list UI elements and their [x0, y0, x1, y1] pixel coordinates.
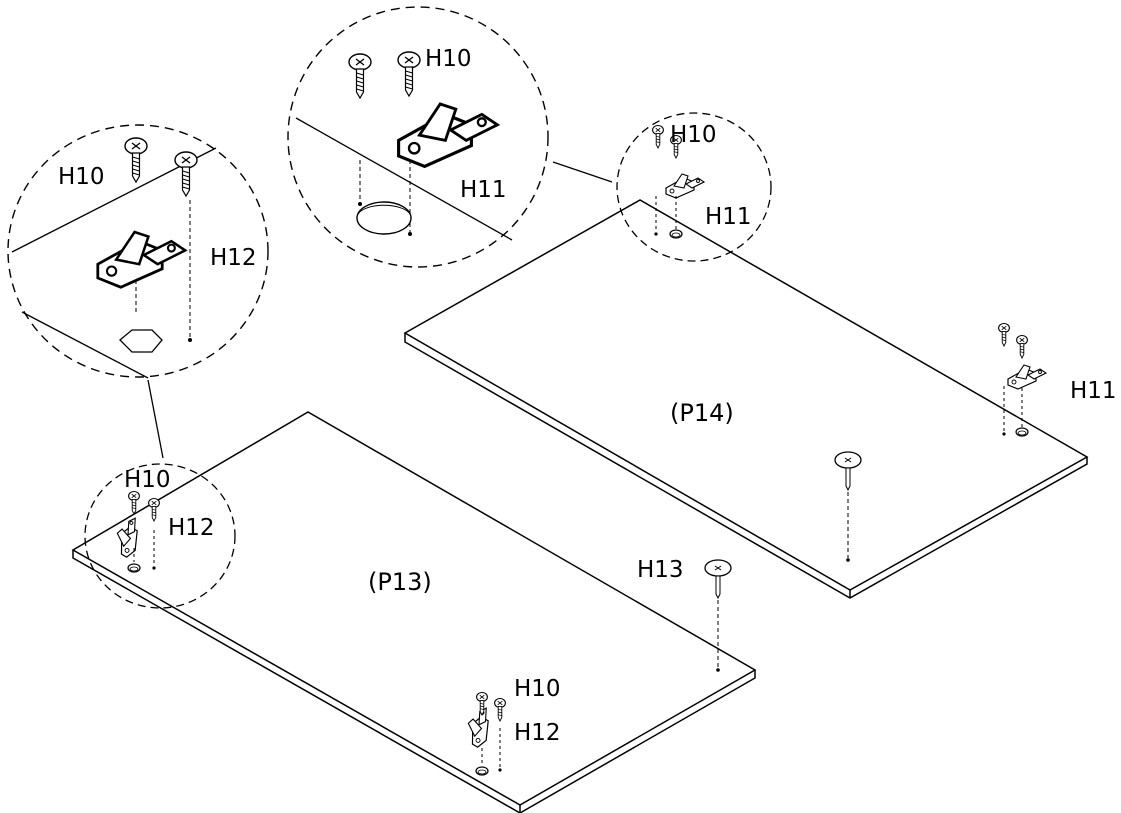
panel-label-p14: (P14) [670, 399, 734, 427]
panel-p14 [403, 199, 1089, 599]
cam-screw-p14 [834, 451, 862, 562]
cam-screw-p13 [704, 559, 732, 672]
panel-label-p13: (P13) [368, 568, 432, 596]
hinge-assembly-p14-right [998, 322, 1047, 437]
screw-icon [1016, 334, 1028, 359]
cam-lock-icon [119, 329, 163, 353]
label-h11-p14-top: H11 [705, 204, 752, 230]
label-h10-p13-bottom: H10 [514, 676, 561, 702]
label-h10-detail: H10 [58, 164, 105, 190]
label-h12-p13-left: H12 [168, 515, 215, 541]
label-h12-p13-bottom: H12 [514, 720, 561, 746]
screw-icon [652, 124, 664, 149]
label-h13: H13 [637, 557, 684, 583]
label-h10-p13-left: H10 [124, 467, 171, 493]
hinge-icon [1007, 364, 1047, 390]
panel-p13 [71, 411, 757, 813]
hinge-cup-hole-icon [356, 201, 412, 235]
label-h11-p14-right: H11 [1070, 378, 1117, 404]
leader-line [147, 379, 164, 459]
detail-circle-h12 [7, 124, 269, 379]
hinge-icon [665, 173, 705, 199]
detail-circle-small-p14 [616, 112, 772, 262]
hinge-assembly-p13-bottom [459, 691, 506, 776]
screw-icon [998, 322, 1010, 347]
label-h11-detail-top: H11 [460, 177, 507, 203]
label-h10-detail-top: H10 [425, 46, 472, 72]
label-h10-p14-top: H10 [670, 122, 717, 148]
screw-icon [128, 490, 140, 515]
label-h12-detail: H12 [210, 245, 257, 271]
leader-line [552, 161, 613, 183]
detail-circle-h11 [287, 6, 549, 268]
detail-circle-small-p13 [84, 463, 236, 609]
